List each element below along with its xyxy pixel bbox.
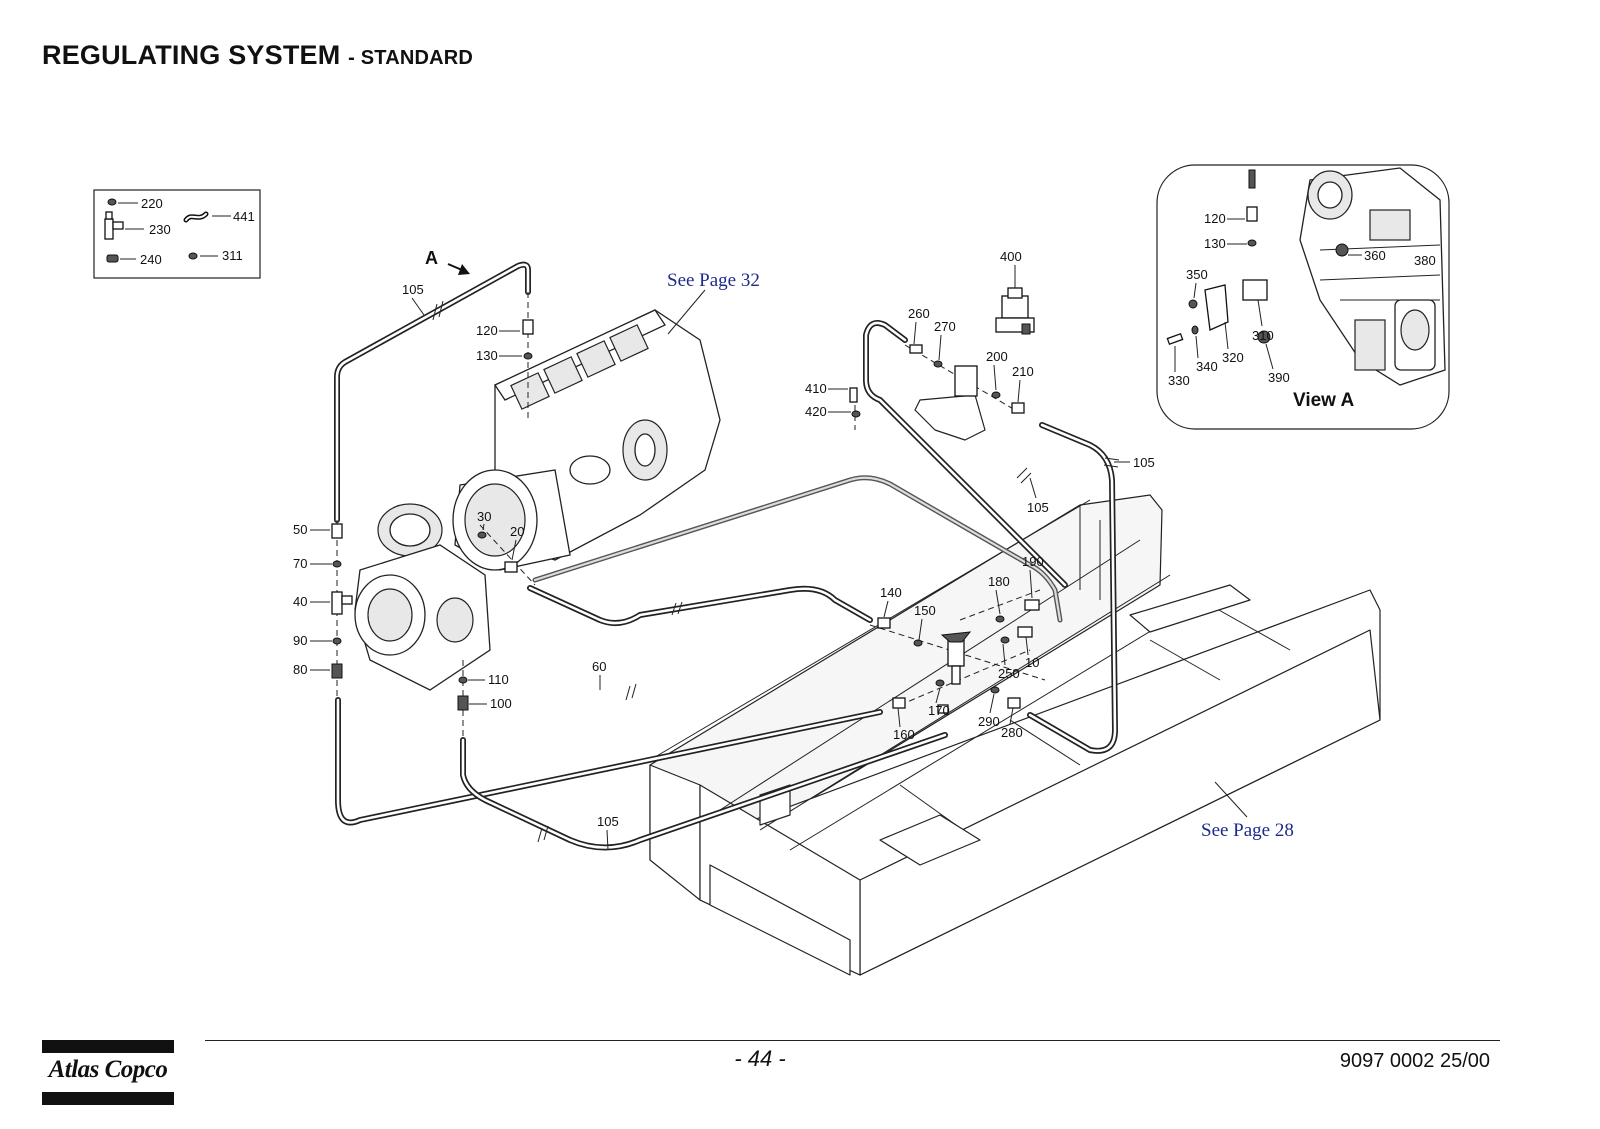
label-400: 400 xyxy=(1000,249,1022,264)
view-a-label-390: 390 xyxy=(1268,370,1290,385)
label-420: 420 xyxy=(805,404,827,419)
view-a-label-130: 130 xyxy=(1204,236,1226,251)
view-a-label-350: 350 xyxy=(1186,267,1208,282)
label-280: 280 xyxy=(1001,725,1023,740)
view-a-label-120: 120 xyxy=(1204,211,1226,226)
label-120: 120 xyxy=(476,323,498,338)
hose-105-left-loop xyxy=(334,261,883,826)
label-130: 130 xyxy=(476,348,498,363)
label-260: 260 xyxy=(908,306,930,321)
page-number: - 44 - xyxy=(734,1046,786,1071)
fittings-left xyxy=(331,319,534,711)
page-title: REGULATING SYSTEM - STANDARD xyxy=(42,40,473,71)
label-170: 170 xyxy=(928,703,950,718)
label-20: 20 xyxy=(510,524,524,539)
parts-legend: 220 230 240 441 311 xyxy=(93,189,261,279)
legend-item-311: 311 xyxy=(188,248,243,263)
hose-60 xyxy=(527,585,873,627)
see-page-28-reference: See Page 28 xyxy=(1201,820,1294,841)
legend-label-311: 311 xyxy=(222,248,243,263)
hose-105-right-loop xyxy=(1027,422,1118,754)
view-a-engine-detail xyxy=(1299,167,1446,386)
label-60: 60 xyxy=(592,659,606,674)
label-105a: 105 xyxy=(402,282,424,297)
label-190: 190 xyxy=(1022,554,1044,569)
view-a-label-310: 310 xyxy=(1252,328,1274,343)
view-a-marker-letter: A xyxy=(425,248,438,268)
part-labels: 105 120 130 50 70 40 90 80 30 20 110 100… xyxy=(293,249,1155,851)
legend-label-441: 441 xyxy=(233,209,255,224)
view-a-label-330: 330 xyxy=(1168,373,1190,388)
label-210: 210 xyxy=(1012,364,1034,379)
label-90: 90 xyxy=(293,633,307,648)
hose-break-marks xyxy=(432,300,1120,843)
label-30: 30 xyxy=(477,509,491,524)
view-a-inset: 120 130 350 360 380 330 340 320 310 390 … xyxy=(1156,164,1450,430)
label-200: 200 xyxy=(986,349,1008,364)
legend-item-441: 441 xyxy=(183,209,255,224)
legend-label-230: 230 xyxy=(149,222,171,237)
atlas-copco-logo: Atlas Copco xyxy=(42,1040,174,1105)
label-50: 50 xyxy=(293,522,307,537)
engine-assembly xyxy=(354,309,721,691)
label-180: 180 xyxy=(988,574,1010,589)
label-80: 80 xyxy=(293,662,307,677)
legend-item-220: 220 xyxy=(107,196,163,211)
legend-item-230: 230 xyxy=(104,211,171,240)
label-270: 270 xyxy=(934,319,956,334)
label-290: 290 xyxy=(978,714,1000,729)
label-10: 10 xyxy=(1025,655,1039,670)
document-number: 9097 0002 25/00 xyxy=(1339,1050,1490,1072)
page-title-main: REGULATING SYSTEM xyxy=(42,40,341,70)
logo-bar-top xyxy=(42,1040,174,1053)
label-105b: 105 xyxy=(597,814,619,829)
footer-divider xyxy=(205,1040,1500,1041)
label-105d: 105 xyxy=(1133,455,1155,470)
valve-cluster xyxy=(877,599,1040,714)
label-110: 110 xyxy=(488,672,509,687)
label-100: 100 xyxy=(490,696,512,711)
logo-wordmark: Atlas Copco xyxy=(48,1056,168,1083)
solenoid-valve-400 xyxy=(995,287,1035,335)
hose-upper-long xyxy=(532,475,1063,623)
label-105c: 105 xyxy=(1027,500,1049,515)
view-a-label-360: 360 xyxy=(1364,248,1386,263)
view-a-label-340: 340 xyxy=(1196,359,1218,374)
engine-cylinder-heads xyxy=(510,324,649,410)
view-a-label-380: 380 xyxy=(1414,253,1436,268)
label-40: 40 xyxy=(293,594,307,609)
legend-label-240: 240 xyxy=(140,252,162,267)
mounting-bracket xyxy=(849,344,1025,441)
label-140: 140 xyxy=(880,585,902,600)
label-250: 250 xyxy=(998,666,1020,681)
view-a-title: View A xyxy=(1293,390,1355,411)
page-references: See Page 32 See Page 28 xyxy=(667,270,1294,841)
label-70: 70 xyxy=(293,556,307,571)
view-a-marker: A xyxy=(425,248,470,275)
legend-label-220: 220 xyxy=(141,196,163,211)
page-title-sub: - STANDARD xyxy=(348,47,474,69)
view-a-label-320: 320 xyxy=(1222,350,1244,365)
chassis-frame xyxy=(649,494,1381,976)
label-150: 150 xyxy=(914,603,936,618)
legend-item-240: 240 xyxy=(106,252,162,267)
label-410: 410 xyxy=(805,381,827,396)
hose-105-right-upper xyxy=(863,320,1068,588)
label-160: 160 xyxy=(893,727,915,742)
hose-105-bottom-loop xyxy=(460,732,948,851)
logo-bar-bottom xyxy=(42,1092,174,1105)
see-page-32-reference: See Page 32 xyxy=(667,270,760,291)
